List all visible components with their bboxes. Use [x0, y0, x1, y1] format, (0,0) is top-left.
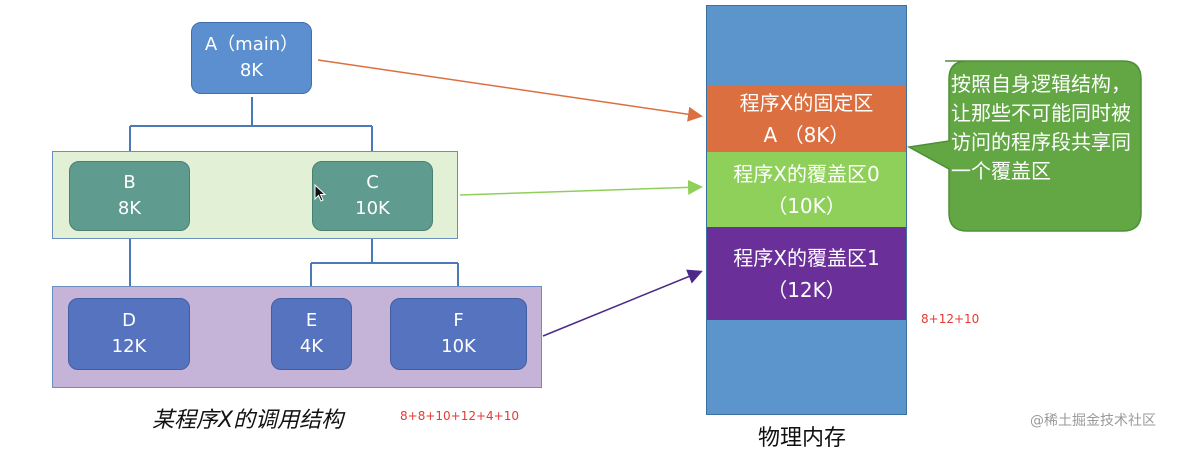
arrow-level2-to-overlay1 [542, 269, 703, 337]
memory-overlay-1: 程序X的覆盖区1 （12K） [707, 227, 906, 320]
fixed-region-title: 程序X的固定区 [739, 90, 874, 115]
node-b-name: B [123, 172, 136, 193]
memory-overlay-0: 程序X的覆盖区0 （10K） [707, 152, 906, 227]
node-e-size: 4K [299, 336, 324, 357]
node-b: B 8K [69, 161, 190, 231]
node-d-size: 12K [111, 336, 147, 357]
node-a-name: A（main） [204, 34, 299, 55]
overlay1-title: 程序X的覆盖区1 [733, 245, 880, 270]
node-f-size: 10K [441, 336, 476, 357]
callout-bubble [906, 60, 1142, 232]
overlay1-detail: （12K） [767, 277, 846, 302]
fixed-region-detail: A （8K） [763, 122, 850, 147]
watermark-text: @稀土掘金技术社区 [1030, 413, 1156, 429]
node-d: D 12K [68, 298, 190, 370]
node-c: C 10K [312, 161, 433, 231]
node-a-main: A（main） 8K [191, 22, 312, 94]
callout-text: 按照自身逻辑结构，让那些不可能同时被访问的程序段共享同一个覆盖区 [951, 72, 1131, 183]
node-e: E 4K [271, 298, 352, 370]
memory-fixed-region: 程序X的固定区 A （8K） [707, 85, 906, 152]
node-f: F 10K [390, 298, 527, 370]
arrow-level1-to-overlay0 [459, 179, 703, 196]
overlay0-detail: （10K） [767, 193, 846, 218]
node-c-size: 10K [355, 198, 390, 219]
call-structure-caption: 某程序X的调用结构 [152, 408, 344, 433]
tree-size-sum-note: 8+8+10+12+4+10 [400, 409, 519, 423]
overlay0-title: 程序X的覆盖区0 [733, 161, 880, 186]
physical-memory-caption: 物理内存 [758, 426, 847, 451]
arrow-root-to-fixed [317, 59, 703, 122]
mouse-cursor-icon [314, 184, 326, 202]
memory-size-sum-note: 8+12+10 [921, 312, 980, 326]
node-c-name: C [366, 172, 379, 193]
node-a-size: 8K [239, 60, 264, 81]
node-b-size: 8K [117, 198, 142, 219]
node-f-name: F [453, 310, 464, 331]
node-e-name: E [305, 310, 318, 331]
node-d-name: D [122, 310, 136, 331]
